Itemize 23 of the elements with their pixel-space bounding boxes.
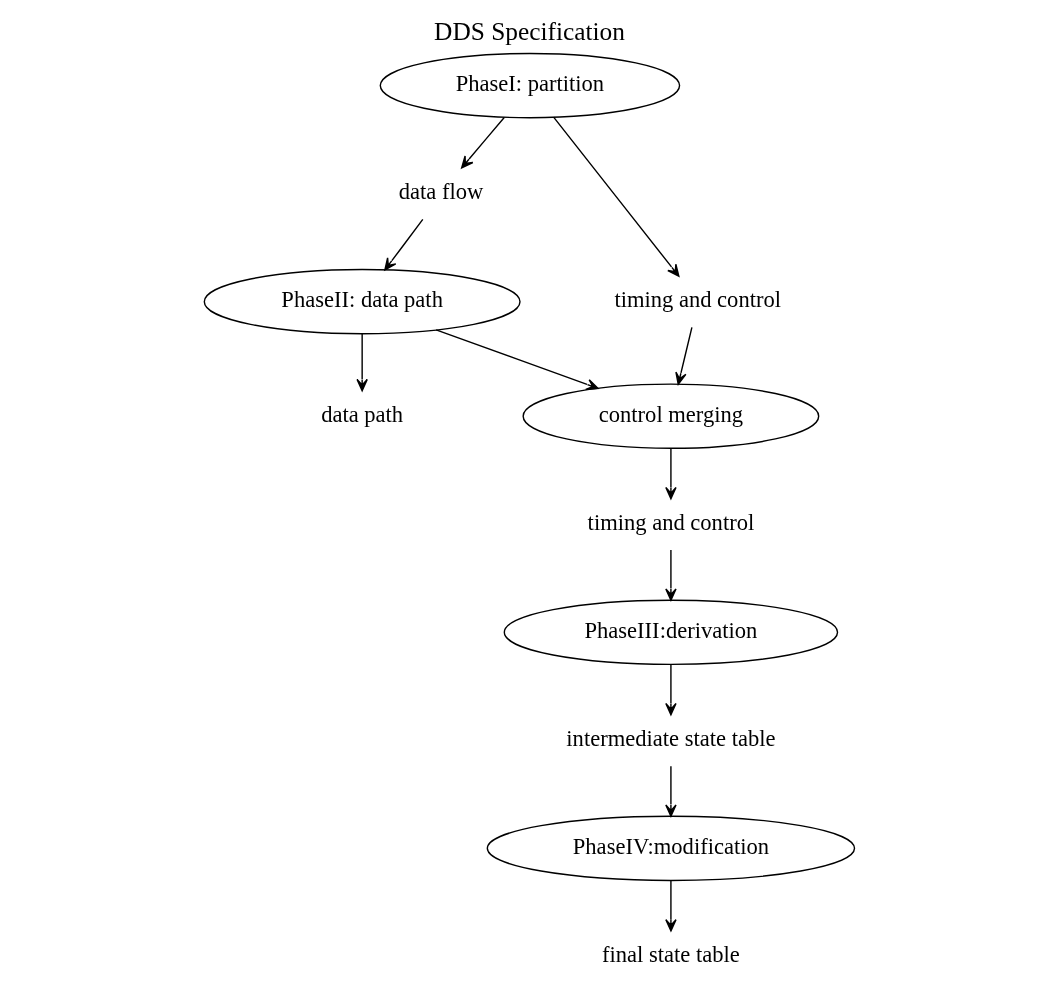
arrow: [665, 664, 677, 716]
arrow: [384, 218, 424, 271]
arrow: [665, 447, 677, 500]
arrow: [552, 116, 680, 277]
node-ellipse: PhaseII: data path: [203, 268, 521, 335]
node-text: final state table: [602, 941, 740, 967]
node-text: data path: [321, 401, 404, 427]
arrow: [665, 880, 677, 932]
node-ellipse: control merging: [522, 383, 820, 449]
arrow: [675, 326, 693, 385]
node-ellipse: PhaseIII:derivation: [503, 599, 839, 666]
arrow: [665, 765, 677, 817]
node-ellipse: PhaseI: partition: [379, 52, 681, 119]
node-text: timing and control: [614, 287, 781, 313]
node-ellipse: PhaseIV:modification: [486, 815, 856, 882]
arrow: [665, 549, 677, 601]
node-text: timing and control: [587, 509, 755, 535]
arrow: [435, 329, 599, 391]
node-text: intermediate state table: [566, 725, 776, 751]
arrow: [460, 116, 505, 169]
node-text: data flow: [398, 178, 484, 204]
diagram-title: DDS Specification: [434, 17, 625, 46]
arrow: [356, 332, 368, 392]
